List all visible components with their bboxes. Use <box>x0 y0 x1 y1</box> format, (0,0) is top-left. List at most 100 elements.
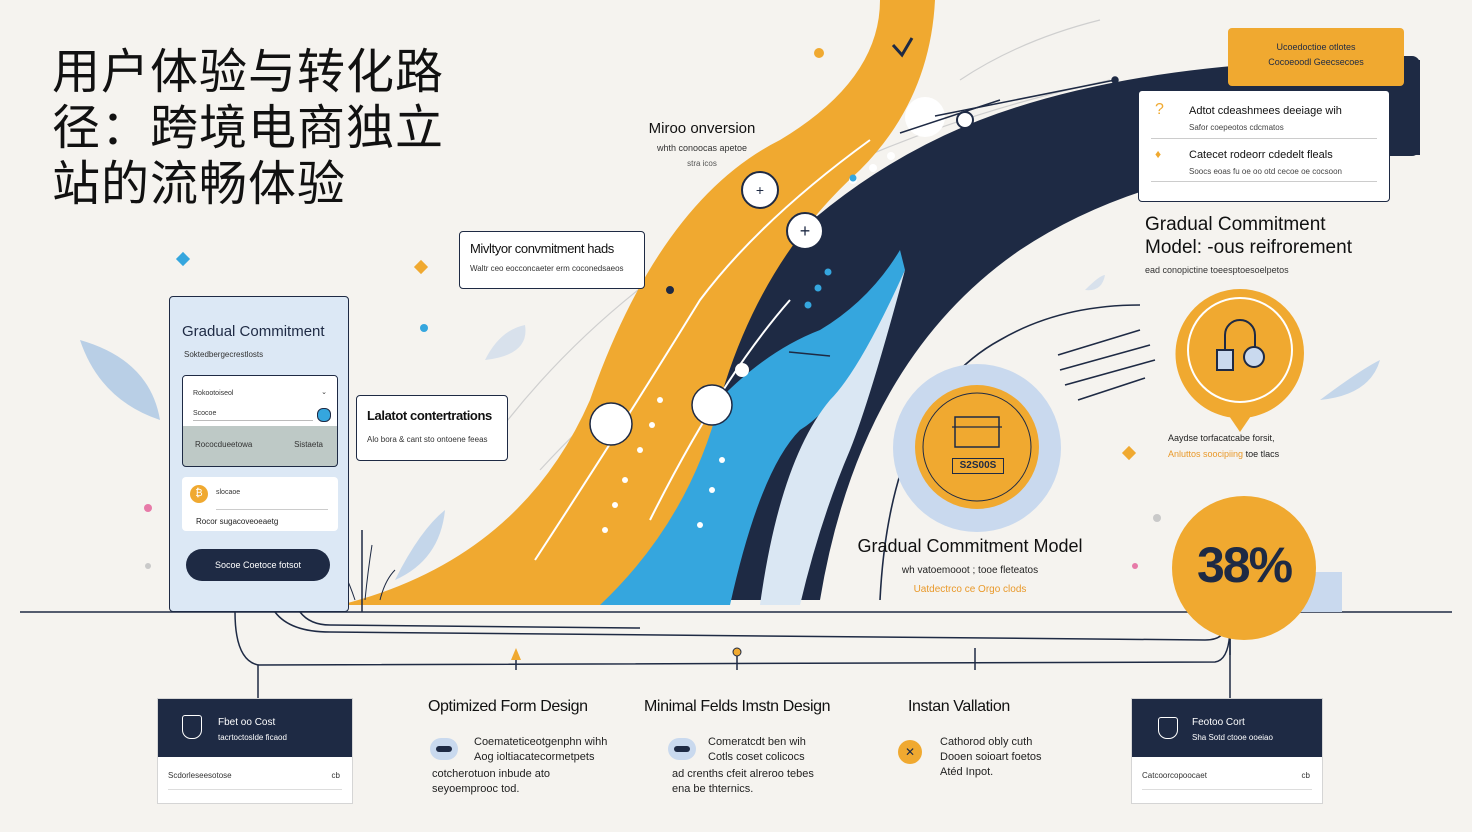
speed-lines <box>1057 329 1156 401</box>
feature-line: ad crenths cfeit alreroo tebes <box>672 768 814 780</box>
diamond-sparkle <box>1121 445 1137 461</box>
orange-arc <box>340 0 935 605</box>
leaf-decoration <box>1085 275 1105 291</box>
coin-price-tag: S2S00S <box>952 458 1004 474</box>
phone-subtitle: Soktedbergecrestlosts <box>184 350 264 359</box>
stat-value: 38% <box>1196 537 1293 593</box>
top-right-banner: Ucoedoctioe otlotes Cocoeoodl Geecsecoes <box>1228 28 1404 86</box>
bottom-right-card-footer: Catcoorcopoocaet <box>1142 771 1207 780</box>
phone-mockup: Gradual Commitment Soktedbergecrestlosts… <box>169 296 349 612</box>
right-annotation-highlight: Anluttos soocipiing <box>1168 449 1244 459</box>
card-icon[interactable]: cb <box>331 771 340 780</box>
arc-outline <box>879 304 1141 601</box>
model-highlight: Uatdectrco ce Orgo clods <box>913 584 1027 595</box>
top-right-card: ? Adtot cdeashmees deeiage wih Safor coe… <box>1138 90 1390 202</box>
bottom-right-card-title: Feotoo Cort <box>1192 717 1245 728</box>
commitment-callout-sub: Waltr ceo eocconcaeter erm coconedsaeos <box>470 264 624 273</box>
feature-line: Aog ioltiacatecormetpets <box>474 751 595 763</box>
phone-info-text: Rocor sugacoveoeaetg <box>196 517 279 526</box>
phone-info-card: ₿ slocaoe Rocor sugacoveoeaetg <box>182 477 338 531</box>
lead-callout-sub: Alo bora & cant sto ontoene feeas <box>367 435 488 444</box>
feature-line: Atéd Inpot. <box>940 766 994 778</box>
feature-line: seyoemprooc tod. <box>432 783 520 795</box>
commitment-callout-title: Mivltyor convmitment hads <box>470 241 614 256</box>
check-icon <box>891 37 914 58</box>
dot-sparkle <box>1132 563 1138 569</box>
card-row1-sub: Safor coepeotos cdcmatos <box>1189 123 1284 132</box>
dot-sparkle <box>1153 514 1161 522</box>
dot-sparkle <box>814 48 824 58</box>
phone-info-label: slocaoe <box>216 489 241 496</box>
phone-form-footer-right: Sistaeta <box>294 440 323 449</box>
bottom-left-card-title: Fbet oo Cost <box>218 717 276 728</box>
model-title: Gradual Commitment Model <box>857 536 1083 556</box>
svg-text:+: + <box>800 221 811 241</box>
feature-line: Dooen soioart foetos <box>940 751 1042 763</box>
phone-form-footer-left: Rococdueetowa <box>195 440 253 449</box>
micro-conversion-sub: whth conoocas apetoe <box>656 143 748 153</box>
navy-arc <box>570 59 1420 600</box>
card-row2-title: Catecet rodeorr cdedelt fleals <box>1189 149 1333 161</box>
card-icon[interactable]: cb <box>1301 771 1310 780</box>
bottom-left-card-sub: tacrtoctoslde ficaod <box>218 733 287 742</box>
svg-text:+: + <box>756 182 764 198</box>
diamond-sparkle <box>413 259 429 275</box>
reinforcement-title-1: Gradual Commitment <box>1145 214 1326 235</box>
package-icon <box>954 416 1000 448</box>
feature-heading: Instan Vallation <box>908 698 1010 715</box>
feature-heading: Optimized Form Design <box>428 698 588 715</box>
dot-sparkle <box>420 324 428 332</box>
right-annotation-line1: Aaydse torfacatcabe forsit, <box>1168 433 1275 443</box>
feature-line: Cathorod obly cuth <box>940 736 1033 748</box>
arrow-down-icon: ♦ <box>1155 147 1162 161</box>
leaf-decoration <box>80 340 160 420</box>
right-annotation-rest: toe tlacs <box>1245 449 1280 459</box>
lead-callout: Lalatot contertrations Alo bora & cant s… <box>356 395 508 461</box>
feature-line: cotcherotuon inbude ato <box>432 768 551 780</box>
feature-line: Comeratcdt ben wih <box>708 736 806 748</box>
model-sub: wh vatoemooot ; tooe fleteatos <box>901 565 1039 576</box>
leaf-decoration <box>485 325 526 360</box>
feature-heading: Minimal Felds Imstn Design <box>644 698 831 715</box>
location-marker-icon <box>732 647 742 657</box>
leaf-decoration <box>395 510 445 580</box>
close-circle-icon: ✕ <box>898 740 922 764</box>
feature-optimized-form: Optimized Form Design Coemateticeotgenph… <box>428 698 628 795</box>
feature-minimal-fields: Minimal Felds Imstn Design Comeratcdt be… <box>644 698 864 795</box>
bottom-right-card-sub: Sha Sotd ctooe ooeiao <box>1192 733 1273 742</box>
question-icon: ? <box>1155 101 1164 118</box>
warning-marker-icon <box>511 648 521 660</box>
phone-cta-button[interactable]: Socoe Coetoce fotsot <box>186 549 330 581</box>
dot-sparkle <box>145 563 151 569</box>
feature-instant-validation: Instan Vallation ✕ Cathorod obly cuth Do… <box>896 698 1096 778</box>
diamond-sparkle <box>175 251 191 267</box>
stat-badge <box>1172 496 1316 640</box>
feature-line: Cotls coset colicocs <box>708 751 805 763</box>
dotted-path-blue <box>804 174 857 309</box>
card-row2-sub: Soocs eoas fu oe oo otd cecoe oe cocsoon <box>1189 167 1342 176</box>
lead-callout-title: Lalatot contertrations <box>367 408 492 423</box>
phone-field-label: Rokootoiseol <box>193 390 234 397</box>
feature-line: ena be thternics. <box>672 783 754 795</box>
card-row1-title: Adtot cdeashmees deeiage wih <box>1189 105 1342 117</box>
light-blue-arc <box>760 270 905 605</box>
page-title: 用户体验与转化路径：跨境电商独立站的流畅体验 <box>52 44 445 212</box>
micro-conversion-small: stra icos <box>687 159 717 168</box>
chevron-down-icon[interactable]: ⌄ <box>321 389 327 396</box>
phone-form-card: Rokootoiseol ⌄ Scocoe Rococdueetowa Sist… <box>182 375 338 467</box>
shield-icon <box>182 715 202 739</box>
feature-line: Coemateticeotgenphn wihh <box>474 736 608 748</box>
reinforcement-sub: ead conopictine toeesptoesoelpetos <box>1145 265 1289 275</box>
coin-icon: ₿ <box>190 485 208 503</box>
phone-field-input[interactable] <box>193 420 313 421</box>
shield-icon <box>1158 717 1178 739</box>
micro-conversion-title: Mirоо onversion <box>648 120 756 137</box>
bottom-left-card-footer: Scdorleseesotose <box>168 771 232 780</box>
dot-sparkle <box>144 504 152 512</box>
phone-cta-label: Socoe Coetoce fotsot <box>214 560 302 570</box>
phone-field2-label: Scocoe <box>193 410 217 417</box>
toggle-dot-icon[interactable] <box>317 408 331 422</box>
lock-icon <box>1216 319 1265 371</box>
bottom-left-card: Fbet oo Cost tacrtoctoslde ficaod Scdorl… <box>157 698 353 804</box>
